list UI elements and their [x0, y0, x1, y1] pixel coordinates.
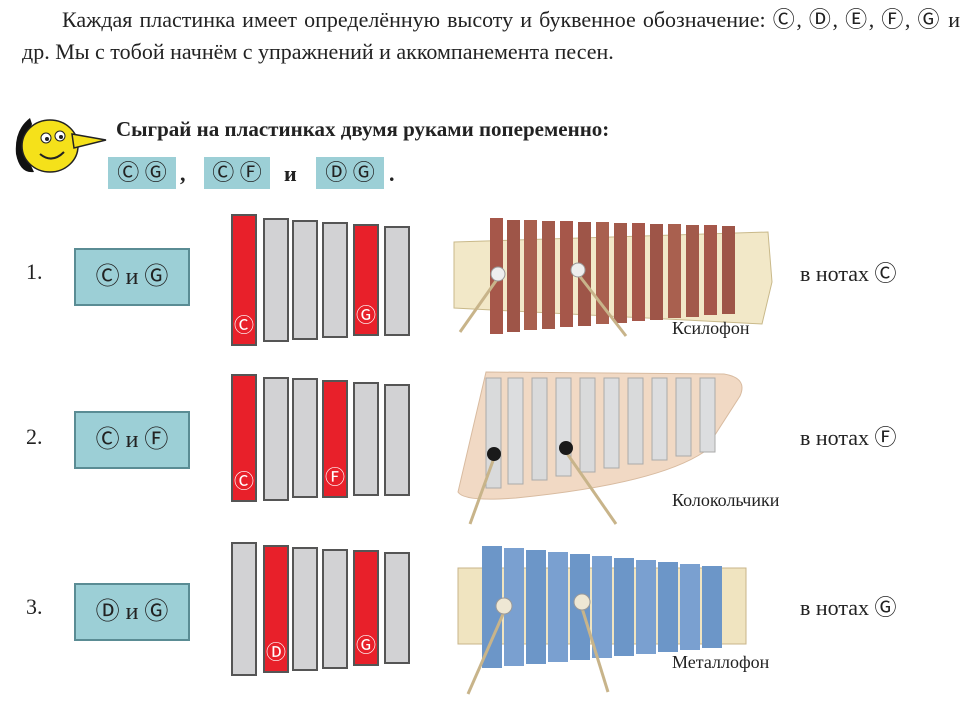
- instrument-caption: Ксилофон: [672, 318, 750, 338]
- plain-bar: [384, 384, 410, 496]
- bar-note-label: Ⓕ: [325, 465, 345, 489]
- notes-label: в нотах Ⓖ: [800, 595, 897, 620]
- plain-bar: [384, 226, 410, 336]
- chip-d-g: Ⓓ Ⓖ: [316, 157, 384, 189]
- exercise-number: 3.: [26, 594, 43, 619]
- bar-note-label: Ⓓ: [266, 640, 286, 664]
- pair-box: Ⓒ и Ⓖ: [74, 248, 190, 306]
- highlighted-bar: Ⓓ: [263, 545, 289, 673]
- plain-bar: [292, 547, 318, 671]
- bar-note-label: Ⓒ: [234, 313, 254, 337]
- pair-box: Ⓓ и Ⓖ: [74, 583, 190, 641]
- plain-bar: [292, 220, 318, 340]
- plain-bar: [231, 542, 257, 676]
- highlighted-bar: Ⓒ: [231, 374, 257, 502]
- highlighted-bar: Ⓒ: [231, 214, 257, 346]
- highlighted-bar: Ⓖ: [353, 550, 379, 666]
- xylophone-image: [453, 218, 773, 337]
- plain-bar: [322, 549, 348, 669]
- chip-c-f: Ⓒ Ⓕ: [204, 157, 270, 189]
- task-instruction: Сыграй на пластинках двумя руками попере…: [116, 117, 610, 141]
- task-comma: ,: [180, 161, 186, 186]
- task-and: и: [284, 161, 297, 186]
- pair-box: Ⓒ и Ⓕ: [74, 411, 190, 469]
- notes-label: в нотах Ⓒ: [800, 261, 897, 286]
- plain-bar: [263, 377, 289, 501]
- plain-bar: [263, 218, 289, 342]
- instrument-caption: Металлофон: [672, 652, 770, 672]
- chip-c-g: Ⓒ Ⓖ: [108, 157, 176, 189]
- highlighted-bar: Ⓕ: [322, 380, 348, 498]
- plain-bar: [353, 382, 379, 496]
- plain-bar: [322, 222, 348, 338]
- highlighted-bar: Ⓖ: [353, 224, 379, 336]
- task-period: .: [389, 161, 395, 186]
- plain-bar: [292, 378, 318, 498]
- plain-bar: [384, 552, 410, 664]
- bar-note-label: Ⓖ: [356, 303, 376, 327]
- mascot-icon: [15, 118, 107, 173]
- notes-label: в нотах Ⓕ: [800, 425, 897, 450]
- metallophone-image: [457, 546, 747, 695]
- exercise-number: 2.: [26, 424, 43, 449]
- glockenspiel-image: [457, 371, 743, 525]
- bar-note-label: Ⓖ: [356, 633, 376, 657]
- bar-note-label: Ⓒ: [234, 469, 254, 493]
- intro-paragraph: Каждая пластинка имеет определённую высо…: [22, 7, 960, 64]
- exercise-number: 1.: [26, 259, 43, 284]
- instrument-caption: Колокольчики: [672, 490, 780, 510]
